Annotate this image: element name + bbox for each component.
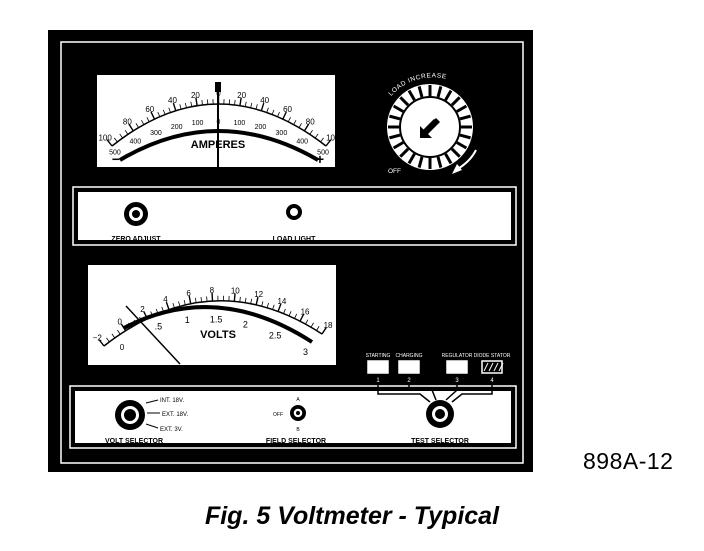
ammeter-outer-label: 40 [260,96,269,105]
ammeter-outer-label: 40 [168,96,177,105]
zero-adjust-label: ZERO ADJUST [111,236,161,243]
ammeter-outer-label: 80 [306,118,315,127]
voltmeter-inner-label: 2.5 [269,330,282,340]
volt-selector-knob-center [124,409,136,421]
ammeter-inner-label: 400 [130,139,142,146]
test-switch-button[interactable] [399,361,419,373]
ammeter-inner-label: 200 [171,124,183,131]
voltmeter-inner-zero: 0 [120,343,125,352]
volt-selector-label: VOLT SELECTOR [105,438,163,445]
voltmeter-inner-label: 1.5 [210,314,223,324]
ammeter-inner-label: 300 [150,130,162,137]
figure-code: 898A-12 [583,448,673,475]
load-off-label: OFF [388,168,401,175]
ammeter-needle-stop [215,82,221,92]
test-switch-label: DIODE STATOR [474,353,511,359]
ammeter-outer-label: 60 [283,105,292,114]
field-selector-knob-center [296,411,300,415]
ammeter-plus-sign: + [316,151,324,167]
ammeter-outer-label: 100 [326,133,340,142]
voltmeter-outer-label: 4 [163,295,168,304]
voltmeter-outer-label: 16 [301,307,310,316]
ammeter-outer-label: 80 [123,118,132,127]
volt-position-ext-18: EXT. 18V. [162,412,188,418]
ammeter-outer-label: 20 [191,91,200,100]
voltmeter-inner-label: .5 [155,321,163,331]
test-switch-label: REGULATOR [442,353,473,359]
selector-panel: INT. 18V. EXT. 18V. EXT. 3V. VOLT SELECT… [70,386,516,448]
ammeter-inner-label: 100 [234,120,246,127]
voltmeter-outer-label: 2 [140,305,145,314]
voltmeter-outer-label: 14 [277,297,286,306]
volt-position-ext-3: EXT. 3V. [160,427,183,433]
test-switch-button[interactable] [482,361,502,373]
voltmeter-outer-label: 0 [118,317,123,326]
test-switch-label: CHARGING [396,353,423,359]
test-selector-knob-center [435,409,445,419]
voltmeter-outer-label: −2 [93,333,103,342]
voltmeter-outer-label: 10 [231,286,240,295]
voltmeter-outer-label: 8 [210,286,215,295]
load-light-label: LOAD LIGHT [273,236,316,243]
figure-caption: Fig. 5 Voltmeter - Typical [0,502,704,531]
ammeter-outer-label: 60 [145,105,154,114]
voltmeter-inner-label: 2 [243,319,248,329]
load-light-lens [290,208,299,217]
voltmeter-inner-label: 1 [185,315,190,325]
test-switch-button[interactable] [368,361,388,373]
ammeter-inner-label: 400 [296,138,308,145]
zero-adjust-knob-center [132,210,140,218]
voltmeter-inner-label: 3 [303,347,308,357]
voltmeter-gauge: −2 0 2 4 6 8 10 12 14 16 18 .5 1 1.5 2 2.5 3 0 VOLTS [87,264,337,366]
zero-adjust-panel: ZERO ADJUST LOAD LIGHT [73,187,516,245]
ammeter-minus-sign: − [112,151,120,167]
ammeter-inner-label: 200 [255,124,267,131]
volt-position-int-18: INT. 18V. [160,398,184,404]
test-switch-label: STARTING [366,353,391,359]
field-position-off: OFF [273,412,283,418]
ammeter-inner-label: 100 [192,120,204,127]
ammeter-inner-label: 300 [276,130,288,137]
ammeter-outer-label: 100 [98,133,112,142]
ammeter-gauge: 10080604020020406080100 5004003002001000… [96,74,340,170]
test-switch-button[interactable] [447,361,467,373]
test-selector-label: TEST SELECTOR [411,438,469,445]
field-selector-label: FIELD SELECTOR [266,438,326,445]
voltmeter-outer-label: 6 [186,289,191,298]
voltmeter-outer-label: 12 [254,290,263,299]
ammeter-outer-label: 20 [237,91,246,100]
voltmeter-outer-label: 18 [324,321,333,330]
voltmeter-unit-label: VOLTS [200,329,236,341]
